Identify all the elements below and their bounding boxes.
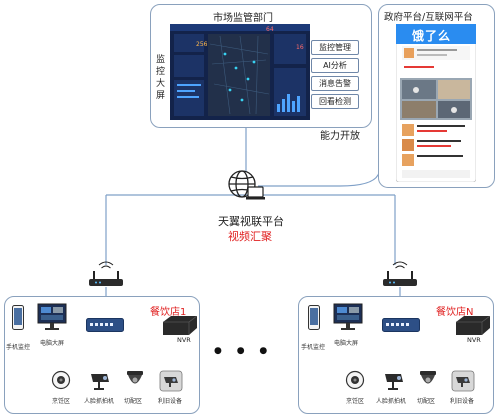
dashboard-badge: 16 bbox=[296, 44, 304, 51]
store-name: 餐饮店N bbox=[436, 307, 474, 318]
phone-screenshot bbox=[396, 24, 476, 182]
nvr-icon bbox=[163, 316, 197, 335]
regulator-title: 市场监管部门 bbox=[213, 13, 273, 24]
bullet-camera-icon bbox=[91, 374, 109, 390]
menu-alerts[interactable]: 消息告警 bbox=[311, 76, 359, 91]
camera-label: 人脸抓拍机 bbox=[376, 398, 407, 405]
platform-title: 政府平台/互联网平台 bbox=[384, 12, 473, 23]
switch-icon bbox=[382, 318, 420, 332]
phone-icon bbox=[12, 305, 24, 330]
dashboard-badge: 64 bbox=[266, 26, 274, 33]
legacy-camera-icon bbox=[451, 370, 475, 392]
dome-camera-icon bbox=[420, 371, 436, 384]
dome-camera-icon bbox=[345, 370, 365, 390]
center-title: 天翼视联平台 bbox=[218, 215, 284, 228]
camera-label: 烹饪区 bbox=[346, 398, 365, 405]
menu-playback[interactable]: 回看检测 bbox=[311, 94, 359, 109]
dome-camera-icon bbox=[51, 370, 71, 390]
device-label: 电脑大屏 bbox=[40, 340, 65, 347]
device-label: 手机监控 bbox=[301, 344, 326, 351]
dashboard-screen bbox=[170, 24, 310, 120]
dashboard-badge: 256 bbox=[196, 41, 208, 48]
dome-camera-icon bbox=[127, 371, 143, 384]
monitor-wall-label: 监控 大屏 bbox=[156, 55, 166, 101]
menu-ai-analysis[interactable]: AI分析 bbox=[311, 58, 359, 73]
store-name: 餐饮店1 bbox=[150, 307, 187, 318]
device-label: 电脑大屏 bbox=[334, 340, 359, 347]
switch-icon bbox=[86, 318, 124, 332]
device-label: 手机监控 bbox=[6, 344, 31, 351]
camera-label: 切配区 bbox=[124, 398, 143, 405]
store-panel bbox=[4, 296, 200, 414]
camera-label: 利旧设备 bbox=[450, 398, 475, 405]
platform-globe-icon bbox=[228, 170, 265, 200]
center-subtitle: 视频汇聚 bbox=[228, 230, 272, 243]
legacy-camera-icon bbox=[159, 370, 183, 392]
menu-monitoring[interactable]: 监控管理 bbox=[311, 40, 359, 55]
device-label: NVR bbox=[177, 336, 191, 344]
store-panel bbox=[298, 296, 494, 414]
bullet-camera-icon bbox=[385, 374, 403, 390]
router-icon bbox=[89, 261, 123, 286]
device-label: NVR bbox=[467, 336, 481, 344]
ellipsis: ● ● ● bbox=[214, 346, 274, 356]
camera-label: 切配区 bbox=[417, 398, 436, 405]
nvr-icon bbox=[456, 316, 490, 335]
router-icon bbox=[383, 261, 417, 286]
monitor-icon bbox=[333, 303, 363, 330]
camera-label: 利旧设备 bbox=[158, 398, 183, 405]
phone-icon bbox=[308, 305, 320, 330]
camera-label: 人脸抓拍机 bbox=[84, 398, 115, 405]
app-logo: 饿了么 bbox=[412, 29, 452, 43]
capability-label: 能力开放 bbox=[320, 131, 360, 142]
monitor-icon bbox=[37, 303, 67, 330]
camera-label: 烹饪区 bbox=[52, 398, 71, 405]
